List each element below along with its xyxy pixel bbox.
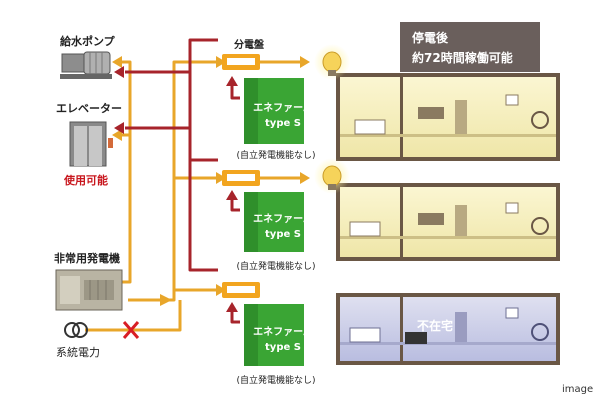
generator-icon — [55, 269, 123, 311]
enefarm-note-middle: (自立発電機能なし) — [236, 260, 315, 272]
enefarm-type-middle: type S — [265, 229, 301, 240]
banner-line2: 約72時間稼働可能 — [412, 50, 513, 65]
enefarm-name-middle: エネファーム — [253, 213, 313, 225]
grid-line — [85, 321, 180, 339]
red-arrows — [114, 66, 238, 312]
enefarm-name-top: エネファーム — [253, 102, 313, 114]
grid-label: 系統電力 — [56, 345, 100, 359]
enefarm-note-bottom: (自立発電機能なし) — [236, 374, 315, 386]
distribution-panel-top — [222, 54, 260, 70]
generator-lines — [93, 60, 304, 332]
elevator-icon — [69, 121, 113, 167]
enefarm-unit-bottom: エネファーム type S — [244, 304, 313, 366]
apartment-top — [336, 73, 560, 161]
enefarm-unit-middle: エネファーム type S — [244, 192, 313, 252]
enefarm-name-bottom: エネファーム — [253, 326, 313, 338]
light-bulb-middle — [314, 158, 350, 194]
distribution-panel-bottom — [222, 282, 260, 298]
banner-line1: 停電後 — [412, 30, 449, 45]
absent-label: 不在宅 — [417, 318, 453, 333]
light-bulb-top — [314, 44, 350, 80]
apartment-middle — [336, 183, 560, 261]
enefarm-type-bottom: type S — [265, 342, 301, 353]
enefarm-note-top: (自立発電機能なし) — [236, 149, 315, 161]
water-pump-icon — [60, 51, 112, 79]
supply-lines — [125, 38, 240, 324]
pump-label: 給水ポンプ — [60, 34, 116, 48]
status-banner: 停電後 約72時間稼働可能 — [400, 22, 540, 72]
grid-transformer-icon — [64, 322, 88, 338]
enefarm-type-top: type S — [265, 118, 301, 129]
elevator-label: エレベーター — [56, 102, 122, 115]
cross-icon — [122, 321, 140, 339]
enefarm-unit-top: エネファーム type S — [244, 78, 313, 144]
panel-label: 分電盤 — [234, 38, 265, 51]
generator-label: 非常用発電機 — [54, 251, 120, 265]
usable-label: 使用可能 — [63, 173, 108, 187]
distribution-panel-middle — [222, 170, 260, 186]
orange-arrows — [112, 56, 310, 306]
apartment-bottom: 不在宅 — [336, 293, 560, 365]
footer-image-label: image — [562, 384, 593, 395]
